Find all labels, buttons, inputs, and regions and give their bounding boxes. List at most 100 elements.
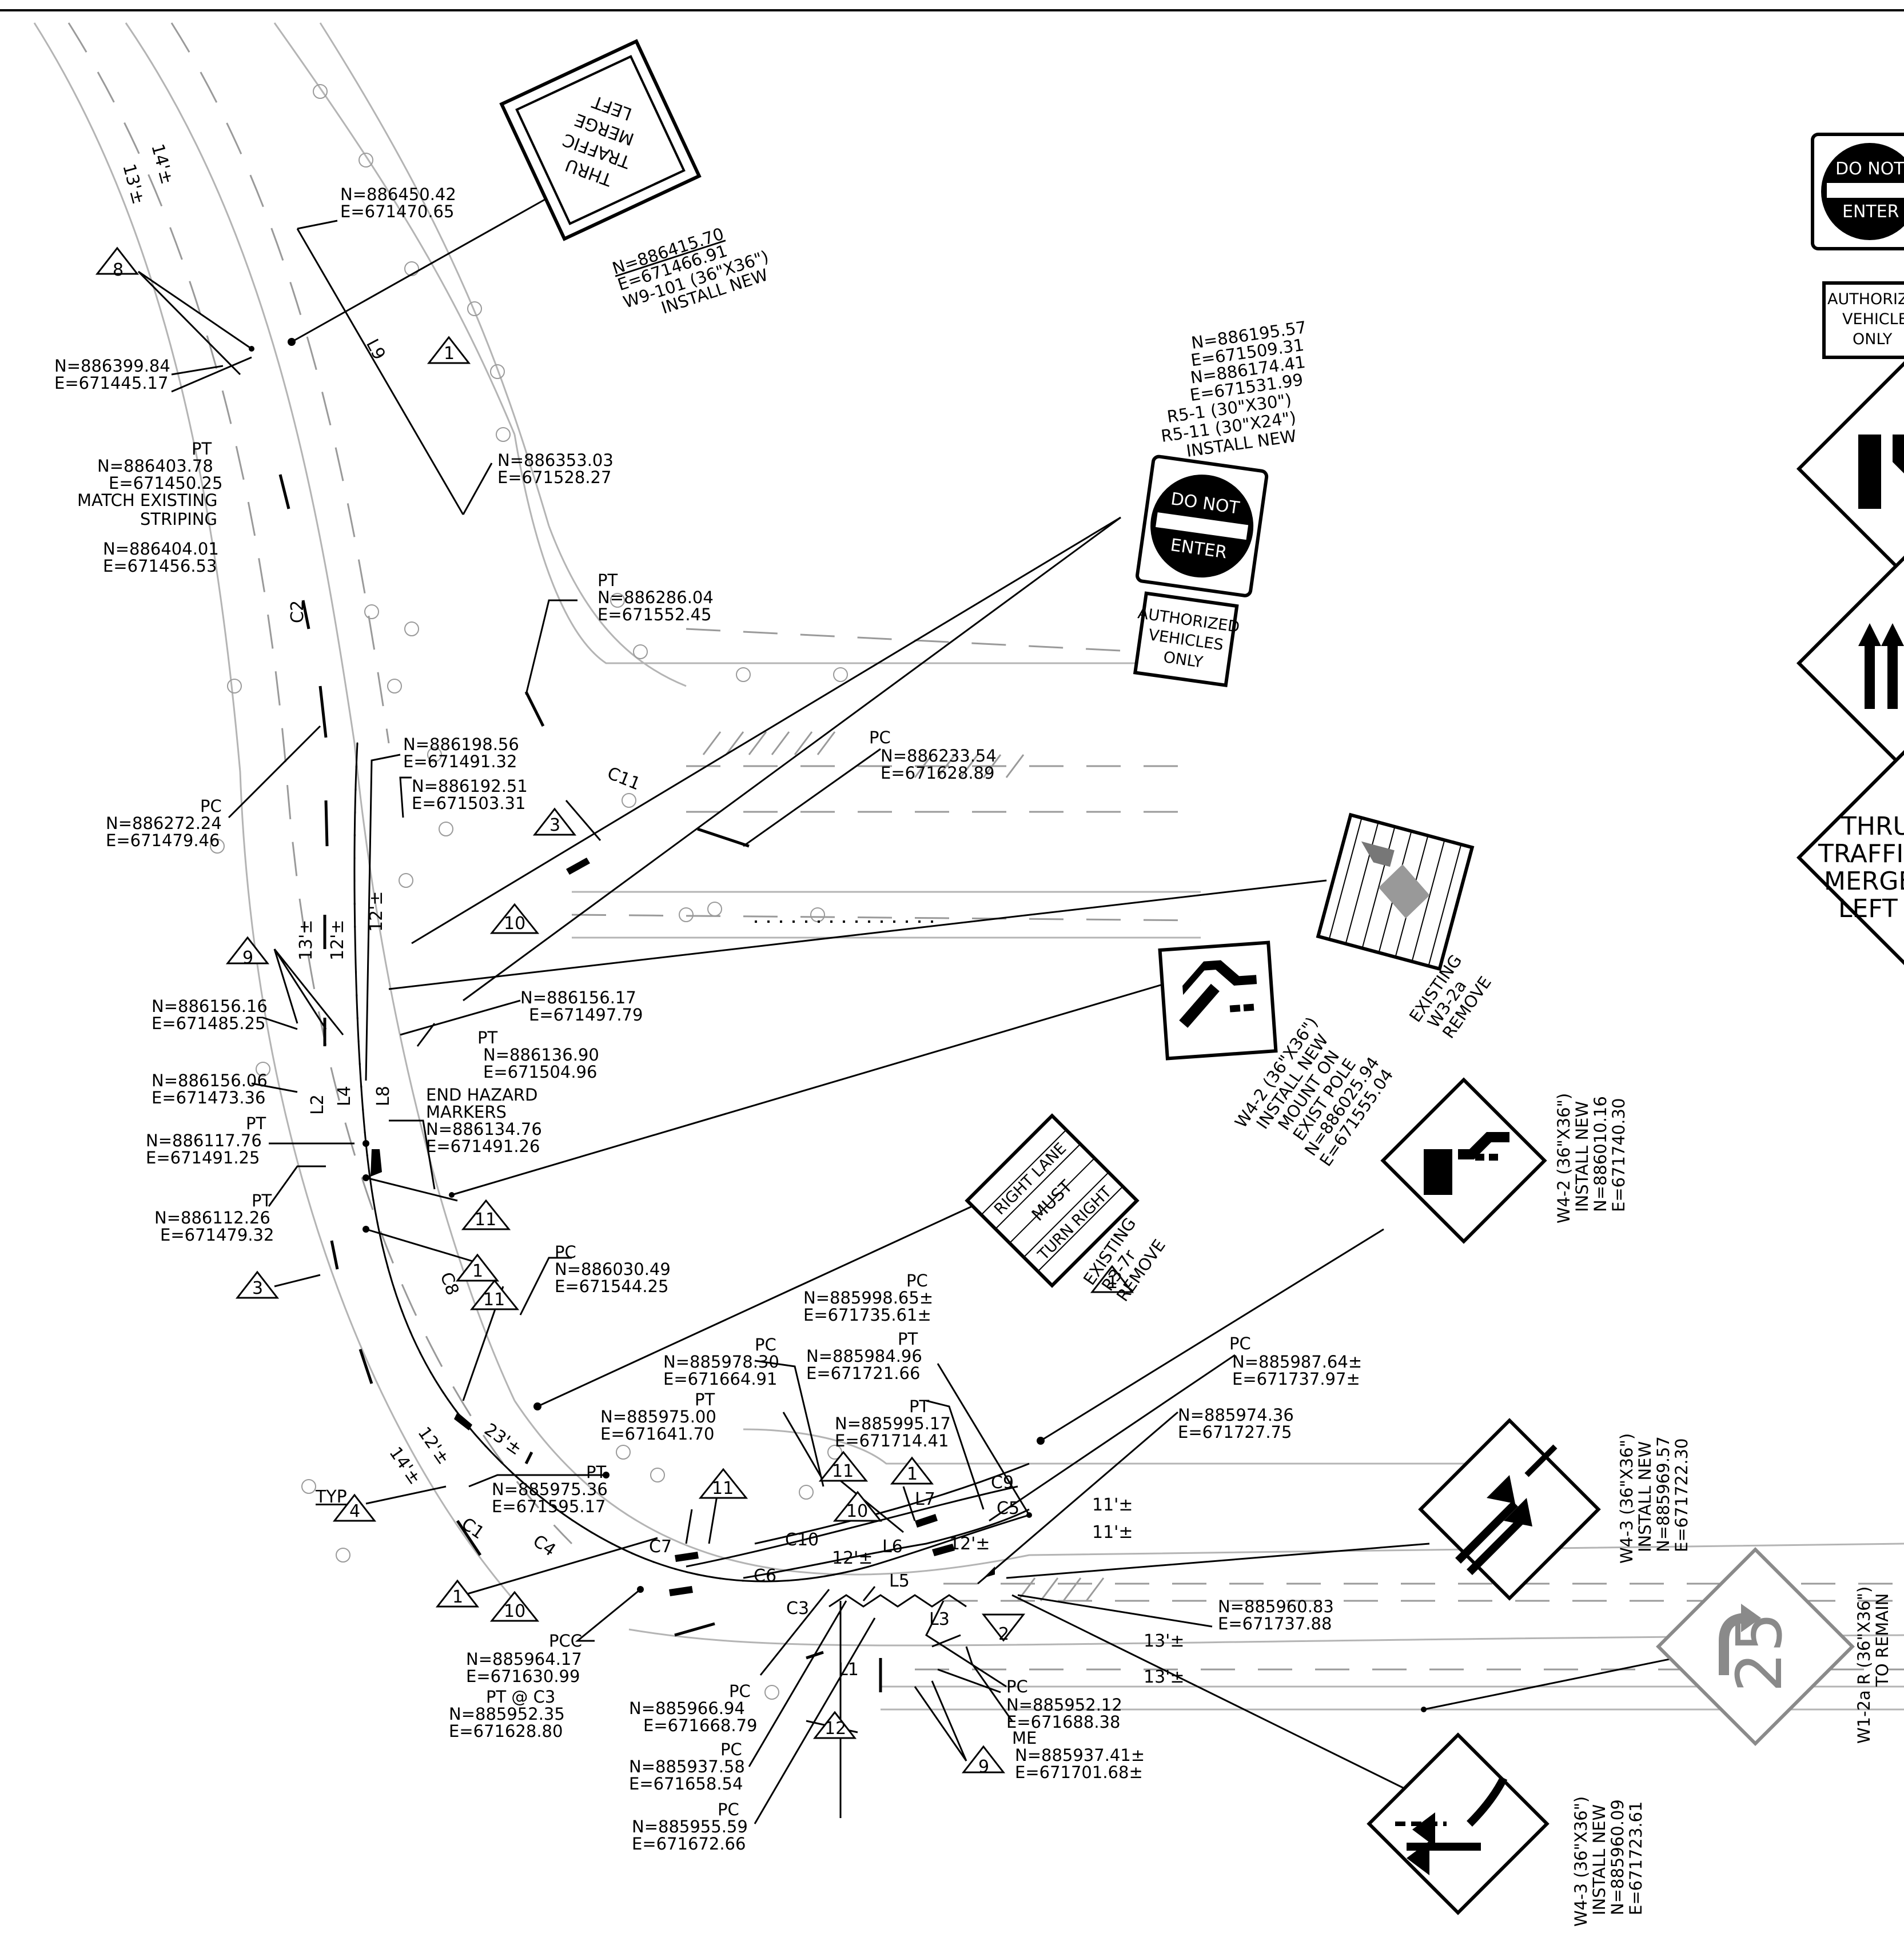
svg-text:4: 4 (349, 1501, 360, 1521)
tag-3-b: 3 (235, 1270, 280, 1299)
svg-text:13'±: 13'± (1144, 1631, 1185, 1651)
svg-text:E=671479.32: E=671479.32 (160, 1225, 274, 1245)
svg-text:11: 11 (832, 1461, 854, 1481)
sign-w4-2-diamond (1380, 1077, 1547, 1244)
svg-text:PT: PT (252, 1191, 272, 1210)
svg-text:3: 3 (252, 1278, 263, 1298)
tag-typ: TYP (315, 1487, 347, 1507)
svg-text:N=886134.76: N=886134.76 (426, 1119, 542, 1139)
tag-1-b: 1 (455, 1253, 500, 1282)
svg-text:E=671714.41: E=671714.41 (835, 1431, 949, 1450)
legend-thru-2: TRAFFIC (1818, 839, 1904, 868)
svg-text:12'±: 12'± (832, 1548, 873, 1568)
svg-text:N=886192.51: N=886192.51 (412, 776, 528, 796)
svg-text:C2: C2 (288, 600, 308, 623)
svg-text:10: 10 (504, 1601, 525, 1621)
svg-text:ME: ME (1012, 1728, 1037, 1748)
note-tags: 8 1 3 10 9 11 1 11 3 4 1 10 11 11 10 1 2… (95, 246, 1134, 1777)
svg-text:E=671552.45: E=671552.45 (598, 605, 711, 624)
svg-text:E=671721.66: E=671721.66 (806, 1364, 920, 1383)
svg-text:12'±: 12'± (949, 1534, 990, 1554)
tag-1-a: 1 (427, 336, 471, 364)
leader-lines (137, 196, 1676, 1824)
svg-text:E=671727.75: E=671727.75 (1178, 1422, 1292, 1442)
svg-text:E=671672.66: E=671672.66 (632, 1834, 746, 1854)
svg-text:L1: L1 (838, 1660, 859, 1680)
sign-w4-2-pole-mount (1158, 940, 1278, 1061)
svg-text:N=886404.01: N=886404.01 (103, 539, 219, 559)
svg-text:E=671491.26: E=671491.26 (426, 1137, 540, 1156)
legend-thru-4: LEFT (1838, 894, 1898, 923)
svg-text:PT: PT (909, 1397, 929, 1416)
tag-3-a: 3 (532, 807, 577, 836)
svg-text:INSTALL NEW: INSTALL NEW (1590, 1804, 1609, 1915)
svg-text:PC: PC (729, 1681, 751, 1701)
sign-w1-2a-r-remain: 25 (1656, 1547, 1855, 1746)
svg-text:MARKERS: MARKERS (426, 1102, 507, 1122)
sign-w4-3-upper (1418, 1418, 1601, 1601)
svg-text:C5: C5 (997, 1498, 1019, 1518)
svg-text:E=671497.79: E=671497.79 (529, 1005, 643, 1025)
svg-text:E=671544.25: E=671544.25 (555, 1277, 668, 1296)
svg-text:N=886010.16: N=886010.16 (1591, 1096, 1610, 1212)
svg-text:PT @ C3: PT @ C3 (486, 1687, 555, 1707)
svg-text:E=671479.46: E=671479.46 (106, 831, 220, 850)
svg-text:3: 3 (549, 815, 560, 835)
tag-10-a: 10 (489, 903, 540, 934)
svg-text:PT: PT (898, 1329, 918, 1349)
svg-text:11'±: 11'± (1092, 1523, 1133, 1543)
tag-11-c: 11 (698, 1468, 748, 1499)
sign-w4-3-lower (1367, 1732, 1550, 1915)
tag-11-a: 11 (461, 1199, 511, 1230)
tag-11-d: 11 (818, 1450, 869, 1482)
svg-text:MATCH EXISTING: MATCH EXISTING (77, 491, 217, 510)
svg-text:1: 1 (452, 1587, 463, 1607)
svg-text:11'±: 11'± (1092, 1495, 1133, 1515)
svg-text:N=886030.49: N=886030.49 (555, 1260, 671, 1279)
legend-signs: DO NOT ENTER AUTHORIZED VEHICLES ONLY TH… (1796, 133, 1904, 966)
svg-text:N=885937.41±: N=885937.41± (1015, 1745, 1145, 1765)
svg-text:E=671528.27: E=671528.27 (497, 468, 611, 487)
svg-text:N=885974.36: N=885974.36 (1178, 1405, 1294, 1425)
svg-text:11: 11 (475, 1210, 496, 1230)
svg-text:E=671737.88: E=671737.88 (1218, 1614, 1332, 1633)
tag-12: 12 (812, 1711, 857, 1739)
legend-thru-3: MERGE (1824, 867, 1904, 896)
svg-text:PC: PC (200, 796, 222, 816)
svg-text:E=671628.80: E=671628.80 (449, 1721, 563, 1741)
sign-r3-7r-existing: RIGHT LANE MUST TURN RIGHT (965, 1113, 1140, 1288)
svg-text:L8: L8 (373, 1086, 393, 1106)
svg-text:E=671688.38: E=671688.38 (1006, 1712, 1120, 1732)
svg-text:E=671722.30: E=671722.30 (1672, 1438, 1691, 1552)
svg-text:INSTALL NEW: INSTALL NEW (1635, 1441, 1655, 1552)
legend-auth-1: AUTHORIZED (1827, 290, 1904, 308)
svg-text:C3: C3 (786, 1599, 809, 1619)
svg-text:1: 1 (472, 1261, 483, 1281)
svg-text:E=671456.53: E=671456.53 (103, 556, 217, 576)
svg-text:12: 12 (824, 1719, 846, 1739)
svg-text:PCC: PCC (549, 1631, 582, 1651)
tag-10-b: 10 (489, 1591, 540, 1622)
svg-text:13'±: 13'± (1144, 1667, 1185, 1687)
svg-text:E=671504.96: E=671504.96 (483, 1062, 597, 1082)
svg-text:N=886450.42: N=886450.42 (340, 185, 456, 204)
svg-text:L6: L6 (882, 1537, 903, 1557)
svg-text:11: 11 (483, 1290, 505, 1310)
svg-text:L4: L4 (334, 1086, 354, 1106)
svg-text:E=671630.99: E=671630.99 (466, 1667, 580, 1686)
svg-text:W1-2a R (36"X36"): W1-2a R (36"X36") (1854, 1587, 1874, 1744)
svg-text:N=885952.35: N=885952.35 (449, 1704, 565, 1724)
svg-text:E=671740.30: E=671740.30 (1609, 1098, 1628, 1212)
tag-11-b: 11 (469, 1279, 520, 1310)
svg-text:N=886272.24: N=886272.24 (106, 814, 222, 833)
svg-text:11: 11 (712, 1478, 734, 1498)
svg-text:W4-2 (36"X36"): W4-2 (36"X36") (1554, 1093, 1574, 1223)
tag-4: 4 (332, 1493, 377, 1522)
svg-text:E=671485.25: E=671485.25 (152, 1014, 265, 1033)
svg-text:E=671664.91: E=671664.91 (663, 1369, 777, 1389)
svg-text:N=885964.17: N=885964.17 (466, 1649, 582, 1669)
svg-text:E=671503.31: E=671503.31 (412, 794, 525, 813)
svg-text:E=671470.65: E=671470.65 (340, 202, 454, 221)
